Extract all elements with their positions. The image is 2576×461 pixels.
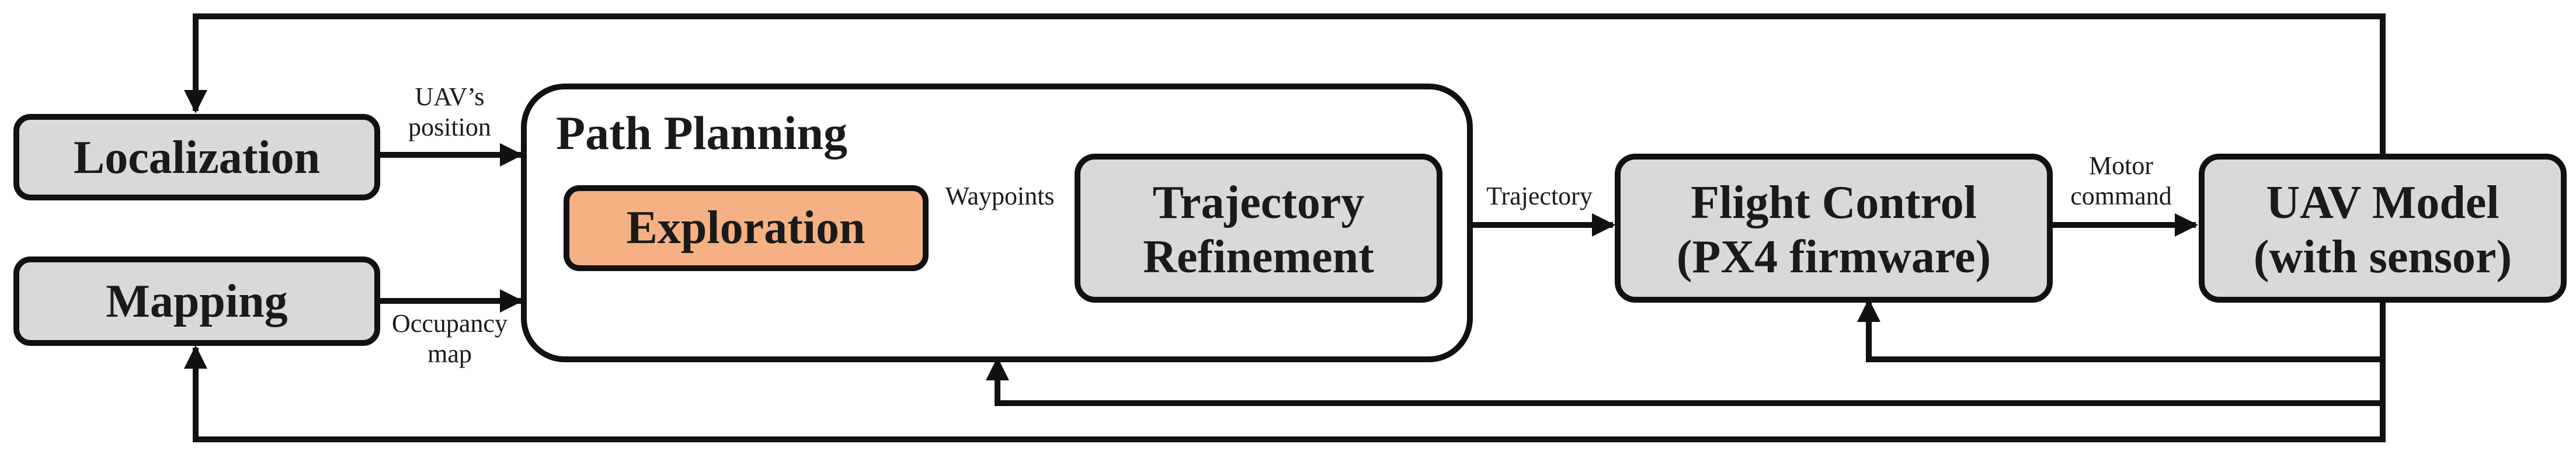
localization-label: Localization [74, 132, 320, 183]
uav-model-label-line1: UAV Model [2266, 177, 2499, 228]
trajectory-refinement-label-line2: Refinement [1143, 231, 1374, 283]
feedback-to-mapping [184, 301, 2386, 442]
trajectory-refinement-node: Trajectory Refinement [1075, 154, 1442, 303]
feedback-lines [184, 13, 2386, 442]
localization-node: Localization [13, 114, 380, 200]
flight-control-label-line1: Flight Control [1691, 177, 1977, 228]
uav-position-label-line2: position [408, 113, 491, 141]
motor-command-label-line2: command [2070, 182, 2172, 210]
mapping-node: Mapping [13, 257, 380, 346]
uav-model-node: UAV Model (with sensor) [2199, 154, 2567, 303]
waypoints-label: Waypoints [945, 182, 1054, 210]
occupancy-map-label-line2: map [427, 339, 472, 368]
edge-labels: UAV’s position Occupancy map Waypoints T… [392, 82, 2172, 368]
mapping-label: Mapping [106, 276, 287, 327]
exploration-node: Exploration [564, 185, 929, 271]
feedback-to-localization [184, 13, 2386, 155]
exploration-label: Exploration [627, 202, 865, 254]
uav-model-label-line2: (with sensor) [2254, 231, 2512, 283]
motor-command-label-line1: Motor [2089, 151, 2153, 180]
trajectory-label: Trajectory [1486, 182, 1593, 210]
uav-position-label-line1: UAV’s [415, 82, 484, 111]
feedback-to-path-planning [986, 357, 2383, 406]
flight-control-node: Flight Control (PX4 firmware) [1615, 154, 2053, 303]
trajectory-refinement-label-line1: Trajectory [1153, 177, 1365, 228]
path-planning-title: Path Planning [556, 106, 847, 160]
flight-control-label-line2: (PX4 firmware) [1677, 231, 1991, 283]
occupancy-map-label-line1: Occupancy [392, 309, 507, 338]
feedback-to-flight-control [1857, 299, 2383, 362]
